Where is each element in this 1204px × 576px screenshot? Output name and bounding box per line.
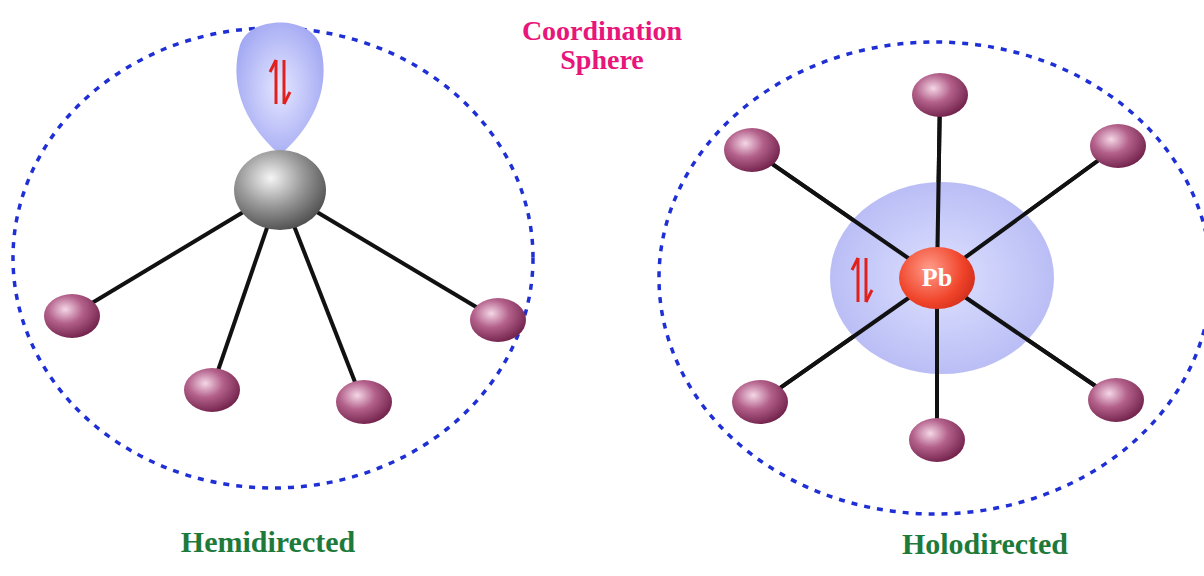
bonds: [752, 95, 1118, 440]
geometry-label: Hemidirected: [181, 526, 355, 558]
atom-symbol: Pb: [922, 263, 952, 293]
holodirected-figure: [659, 42, 1204, 514]
sphere-title: Coordination Sphere: [502, 16, 702, 75]
lone-pair-cloud: [830, 182, 1054, 374]
lone-pair-lobe: [236, 23, 323, 156]
central-atom: Pb: [899, 247, 975, 309]
coordination-sphere: [659, 42, 1204, 514]
ligands: [724, 73, 1146, 462]
bonds-over-cloud: [752, 95, 1118, 440]
hemidirected-figure: [13, 23, 533, 489]
electron-pair: [270, 60, 290, 104]
metal-atom: [234, 150, 326, 230]
geometry-label: Holodirected: [902, 528, 1068, 560]
electron-pair: [852, 258, 872, 302]
ligands: [44, 294, 526, 424]
